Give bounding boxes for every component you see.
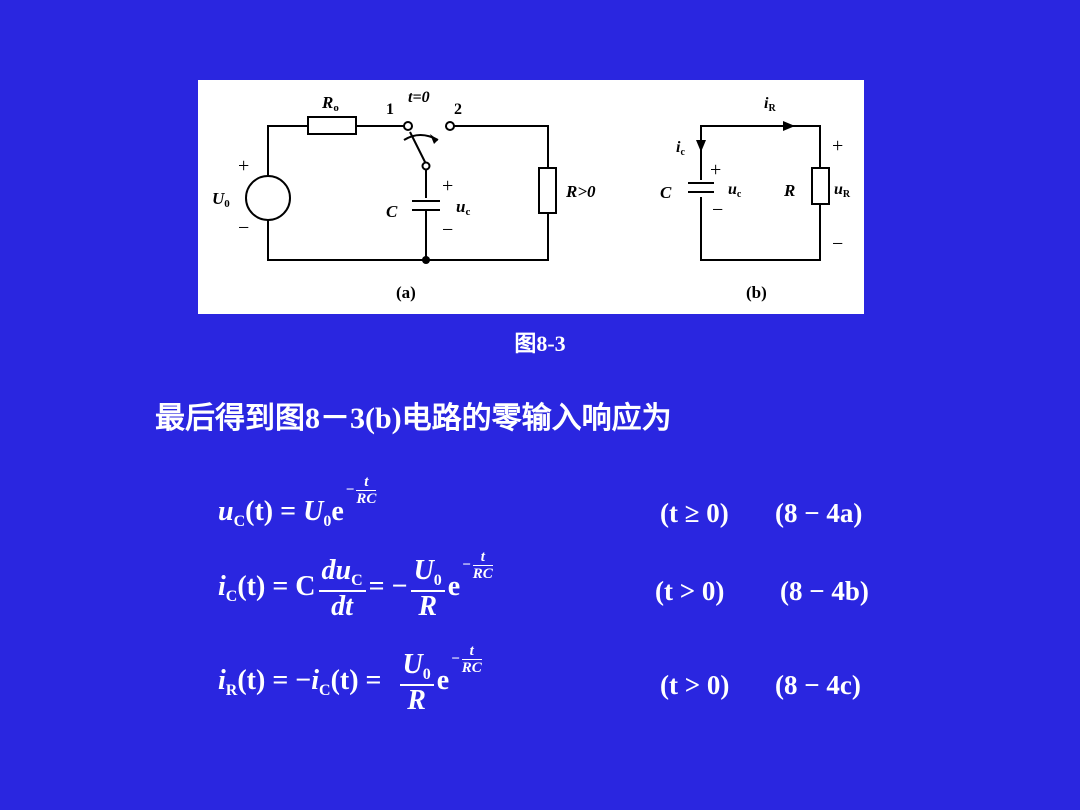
label-switch-pos1: 1 (386, 101, 394, 118)
wire-a-right (454, 125, 549, 168)
eq-c-e: e (436, 665, 450, 697)
label-r0: Ro (321, 93, 339, 114)
eq-c-rhs-var: i (311, 665, 320, 697)
label-panel-a: (a) (396, 283, 416, 302)
eq-c-condition: (t > 0) (660, 670, 730, 700)
eq-a-u0-sub: 0 (323, 513, 332, 530)
label-b-capacitor: C (660, 183, 672, 202)
resistor-r (811, 167, 830, 205)
label-cap-voltage: uc (456, 197, 470, 218)
label-b-res-voltage: uR (834, 181, 851, 200)
label-ir: iR (764, 95, 776, 114)
label-switch-pos2: 2 (454, 101, 462, 118)
switch-arrow-head (430, 134, 438, 144)
circuit-figure: Ro t=0 1 2 U0 + − C + uc − R>0 (a) iR ic… (198, 80, 864, 314)
eq-b-tag: (8 − 4b) (780, 576, 869, 606)
label-b-minus-cap: − (712, 199, 723, 221)
figure-caption: 图8-3 (514, 331, 566, 356)
eq-c-tag: (8 − 4c) (775, 670, 861, 700)
eq-b-lhs-sub: C (225, 588, 238, 606)
label-source-minus: − (238, 217, 249, 239)
label-b-minus-r: − (832, 233, 843, 255)
switch-pivot (421, 161, 431, 171)
wire-b-top (700, 125, 808, 180)
label-b-plus-cap: + (710, 159, 721, 181)
label-capacitor: C (386, 202, 398, 221)
label-cap-plus: + (442, 175, 453, 197)
arrow-ic (696, 140, 706, 152)
eq-a-condition: (t ≥ 0) (660, 498, 729, 528)
label-b-plus-r: + (832, 135, 843, 157)
eq-a-lhs-var: u (218, 496, 234, 527)
eq-b-condition: (t > 0) (655, 576, 725, 606)
eq-a-lhs-arg: (t) = (245, 496, 304, 527)
eq-c-lhs-var: i (218, 665, 226, 697)
switch-contact-2 (445, 121, 455, 131)
label-b-cap-voltage: uc (728, 181, 742, 200)
wire-a-top-left (267, 125, 308, 176)
switch-blade (409, 131, 427, 165)
eq-b-lhs-arg: (t) = C (237, 571, 316, 603)
label-b-resistor: R (783, 181, 795, 200)
label-switch-time: t=0 (408, 89, 430, 106)
label-cap-minus: − (442, 219, 453, 241)
eq-c-rhs-sub: C (319, 682, 331, 700)
junction-dot (422, 256, 430, 264)
wire-b-bottom (700, 197, 821, 261)
resistor-r0 (307, 116, 357, 135)
eq-c-lhs-arg: (t) = − (237, 665, 312, 697)
label-source: U0 (212, 189, 230, 210)
eq-c-rhs-arg: (t) = (330, 665, 382, 697)
wire-a-bottom (267, 213, 549, 261)
eq-c-lhs-sub: R (225, 682, 238, 700)
intro-text: 最后得到图8－3(b)电路的零输入响应为 (155, 402, 672, 435)
voltage-source (245, 175, 291, 221)
label-ic: ic (676, 139, 685, 158)
eq-b-lhs-var: i (218, 571, 226, 603)
eq-a-e: e (331, 496, 344, 527)
eq-b-e: e (447, 571, 461, 603)
eq-a-u0: U (303, 496, 324, 527)
arrow-ir (783, 121, 795, 131)
wire-b-top-right (798, 125, 821, 168)
label-source-plus: + (238, 155, 249, 177)
label-panel-b: (b) (746, 283, 767, 302)
circuit-diagram: Ro t=0 1 2 U0 + − C + uc − R>0 (a) iR ic… (212, 89, 851, 302)
resistor-load (538, 167, 557, 214)
eq-b-mid: = − (368, 571, 408, 603)
switch-contact-1 (403, 121, 413, 131)
eq-a-lhs-sub: C (233, 513, 246, 530)
eq-a-tag: (8 − 4a) (775, 498, 863, 528)
label-load: R>0 (565, 182, 596, 201)
